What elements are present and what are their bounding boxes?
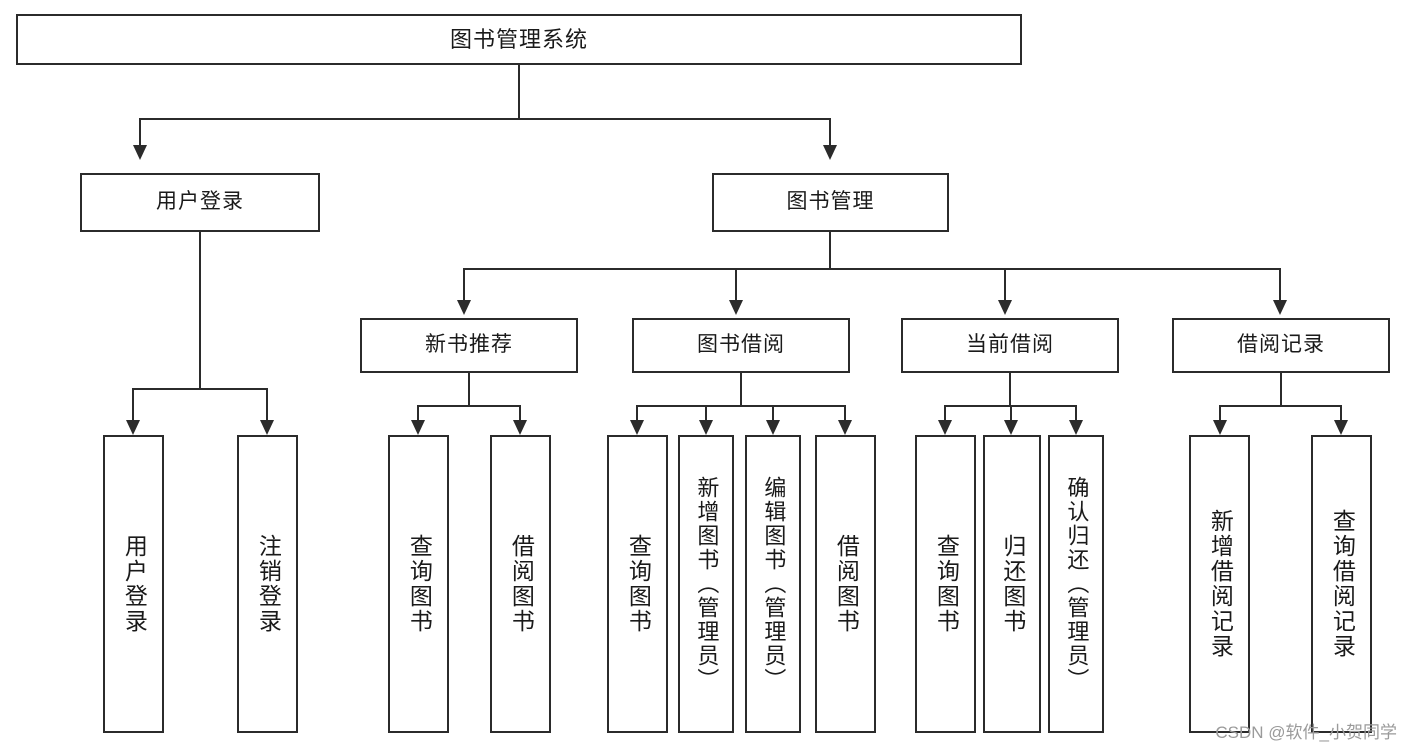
- leaf-add-borrow-record[interactable]: 新增借阅记录: [1189, 435, 1250, 733]
- node-label: 借阅图书: [833, 534, 860, 634]
- node-label: 归还图书: [999, 534, 1026, 634]
- connector-root-drop-left: [139, 118, 141, 145]
- connector-br-drop-2: [1340, 405, 1342, 420]
- connector-user-login-drop-2: [266, 388, 268, 420]
- node-label: 当前借阅: [966, 333, 1054, 357]
- connector-bb-drop-2: [705, 405, 707, 420]
- leaf-borrow-book-recommend[interactable]: 借阅图书: [490, 435, 551, 733]
- leaf-borrow-book[interactable]: 借阅图书: [815, 435, 876, 733]
- arrowhead-to-user-login: [133, 145, 147, 160]
- node-label: 新增借阅记录: [1207, 509, 1234, 659]
- connector-root-stem: [518, 65, 520, 118]
- connector-user-login-stem: [199, 232, 201, 390]
- node-label: 注销登录: [255, 534, 282, 634]
- arrowhead-bb-leaf-1: [630, 420, 644, 435]
- arrowhead-to-book-borrow: [729, 300, 743, 315]
- connector-bb-drop-3: [772, 405, 774, 420]
- node-label: 图书管理系统: [449, 26, 588, 52]
- leaf-query-book-current[interactable]: 查询图书: [915, 435, 976, 733]
- node-label: 用户登录: [121, 534, 148, 634]
- connector-bb-drop-4: [844, 405, 846, 420]
- arrowhead-cb-leaf-3: [1069, 420, 1083, 435]
- node-label: 查询借阅记录: [1329, 509, 1356, 659]
- watermark-text: CSDN @软件_小贺同学: [1215, 723, 1397, 742]
- node-user-login[interactable]: 用户登录: [80, 173, 320, 232]
- node-label: 图书借阅: [697, 333, 785, 357]
- connector-book-management-stem: [829, 232, 831, 268]
- arrowhead-to-book-management: [823, 145, 837, 160]
- leaf-add-book-admin[interactable]: 新增图书（管理员）: [678, 435, 734, 733]
- node-borrow-record[interactable]: 借阅记录: [1172, 318, 1390, 373]
- arrowhead-to-logout-leaf: [260, 420, 274, 435]
- leaf-query-book-recommend[interactable]: 查询图书: [388, 435, 449, 733]
- arrowhead-bb-leaf-4: [838, 420, 852, 435]
- leaf-query-book-borrow[interactable]: 查询图书: [607, 435, 668, 733]
- arrowhead-to-borrow-record: [1273, 300, 1287, 315]
- leaf-logout[interactable]: 注销登录: [237, 435, 298, 733]
- connector-br-stem: [1280, 373, 1282, 405]
- connector-cb-stem: [1009, 373, 1011, 405]
- node-label: 借阅记录: [1237, 333, 1325, 357]
- connector-br-distributor: [1219, 405, 1342, 407]
- arrowhead-cb-leaf-2: [1004, 420, 1018, 435]
- connector-bb-distributor: [636, 405, 846, 407]
- node-book-management[interactable]: 图书管理: [712, 173, 949, 232]
- arrowhead-br-leaf-1: [1213, 420, 1227, 435]
- connector-bb-stem: [740, 373, 742, 405]
- connector-root-drop-right: [829, 118, 831, 145]
- connector-nbr-stem: [468, 373, 470, 405]
- connector-bb-drop-1: [636, 405, 638, 420]
- connector-user-login-drop-1: [132, 388, 134, 420]
- connector-book-management-distributor: [463, 268, 1281, 270]
- connector-bm-drop-2: [735, 268, 737, 300]
- arrowhead-nbr-leaf-2: [513, 420, 527, 435]
- arrowhead-to-current-borrow: [998, 300, 1012, 315]
- arrowhead-nbr-leaf-1: [411, 420, 425, 435]
- node-book-borrow[interactable]: 图书借阅: [632, 318, 850, 373]
- node-label: 编辑图书（管理员）: [761, 476, 787, 692]
- node-label: 查询图书: [933, 534, 960, 634]
- arrowhead-br-leaf-2: [1334, 420, 1348, 435]
- node-label: 新书推荐: [425, 333, 513, 357]
- node-new-book-recommend[interactable]: 新书推荐: [360, 318, 578, 373]
- arrowhead-cb-leaf-1: [938, 420, 952, 435]
- node-label: 借阅图书: [508, 534, 535, 634]
- leaf-edit-book-admin[interactable]: 编辑图书（管理员）: [745, 435, 801, 733]
- connector-br-drop-1: [1219, 405, 1221, 420]
- arrowhead-to-user-login-leaf: [126, 420, 140, 435]
- node-current-borrow[interactable]: 当前借阅: [901, 318, 1119, 373]
- connector-nbr-drop-1: [417, 405, 419, 420]
- connector-root-distributor: [139, 118, 831, 120]
- arrowhead-bb-leaf-3: [766, 420, 780, 435]
- connector-cb-drop-1: [944, 405, 946, 420]
- leaf-query-borrow-record[interactable]: 查询借阅记录: [1311, 435, 1372, 733]
- connector-bm-drop-4: [1279, 268, 1281, 300]
- node-label: 图书管理: [786, 190, 875, 214]
- arrowhead-bb-leaf-2: [699, 420, 713, 435]
- connector-bm-drop-3: [1004, 268, 1006, 300]
- connector-user-login-distributor: [132, 388, 268, 390]
- node-label: 确认归还（管理员）: [1064, 476, 1090, 692]
- leaf-return-book[interactable]: 归还图书: [983, 435, 1041, 733]
- connector-nbr-drop-2: [519, 405, 521, 420]
- connector-cb-drop-3: [1075, 405, 1077, 420]
- connector-bm-drop-1: [463, 268, 465, 300]
- node-label: 查询图书: [625, 534, 652, 634]
- node-label: 新增图书（管理员）: [694, 476, 720, 692]
- leaf-confirm-return-admin[interactable]: 确认归还（管理员）: [1048, 435, 1104, 733]
- arrowhead-to-new-book-recommend: [457, 300, 471, 315]
- node-label: 用户登录: [156, 190, 244, 214]
- connector-cb-drop-2: [1010, 405, 1012, 420]
- node-label: 查询图书: [406, 534, 433, 634]
- leaf-user-login[interactable]: 用户登录: [103, 435, 164, 733]
- node-root-book-management-system[interactable]: 图书管理系统: [16, 14, 1022, 65]
- connector-nbr-distributor: [417, 405, 521, 407]
